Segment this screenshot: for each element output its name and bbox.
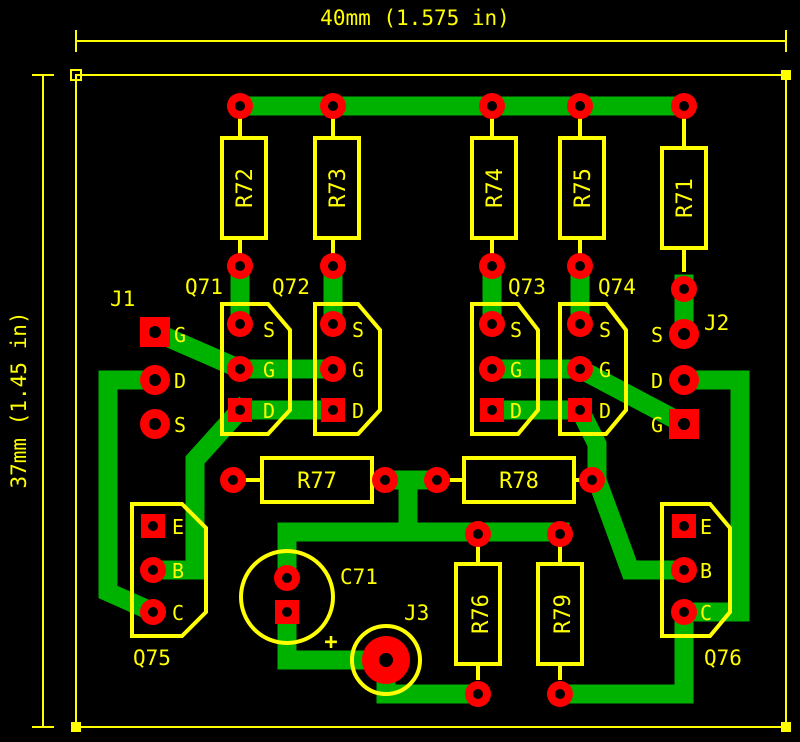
height-dimension-label: 37mm (1.45 in): [7, 311, 31, 488]
pin-label: E: [172, 515, 184, 539]
label-q72: Q72: [272, 275, 310, 299]
square-pads: [140, 317, 699, 624]
pin-label: G: [174, 323, 186, 347]
label-r73: R73: [326, 168, 351, 208]
dimension-annotations: [32, 30, 787, 728]
j3-outline: [350, 624, 422, 696]
reference-designators: R72 R73 R74 R75 R71 R77 R78 R76 R79 Q71 …: [110, 168, 742, 670]
pin-label: S: [651, 323, 663, 347]
pin-label: E: [700, 515, 712, 539]
label-q73: Q73: [508, 275, 546, 299]
pin-label: C: [700, 601, 712, 625]
c71-outline: [239, 549, 335, 645]
pin-label: G: [651, 413, 663, 437]
board-outline: [70, 69, 791, 732]
pin-label: S: [352, 318, 364, 342]
label-r78: R78: [499, 469, 539, 494]
label-q75: Q75: [133, 646, 171, 670]
width-dimension-label: 40mm (1.575 in): [320, 6, 510, 30]
pin-label: S: [263, 318, 275, 342]
pin-label: D: [352, 399, 364, 423]
pin-label: D: [651, 369, 663, 393]
label-r77: R77: [297, 469, 337, 494]
pin-label: S: [510, 318, 522, 342]
pin-label: G: [352, 358, 364, 382]
pin-label: C: [172, 601, 184, 625]
label-q74: Q74: [598, 275, 636, 299]
label-q71: Q71: [185, 275, 223, 299]
label-q76: Q76: [704, 646, 742, 670]
label-j2: J2: [704, 311, 729, 335]
pin-label: S: [599, 318, 611, 342]
label-r79: R79: [551, 594, 576, 634]
label-j3: J3: [404, 601, 429, 625]
pin-label: D: [174, 369, 186, 393]
pin-label: G: [263, 358, 275, 382]
pin-label: G: [510, 358, 522, 382]
drill-holes: [148, 101, 690, 699]
label-r71: R71: [673, 178, 698, 218]
label-c71: C71: [340, 565, 378, 589]
pin-labels: S G D S G D S G D S G D E B C E B C G D …: [172, 318, 712, 625]
label-r72: R72: [233, 168, 258, 208]
pin-label: D: [263, 399, 275, 423]
pin-label: D: [599, 399, 611, 423]
label-r75: R75: [571, 168, 596, 208]
pin-label: B: [172, 559, 184, 583]
c71-polarity-mark: +: [324, 630, 337, 655]
label-r74: R74: [483, 168, 508, 208]
pin-label: D: [510, 399, 522, 423]
label-j1: J1: [110, 287, 135, 311]
pin-label: S: [174, 413, 186, 437]
pin-label: G: [599, 358, 611, 382]
label-r76: R76: [469, 594, 494, 634]
pin-label: B: [700, 559, 712, 583]
transistor-outlines: [130, 302, 732, 638]
